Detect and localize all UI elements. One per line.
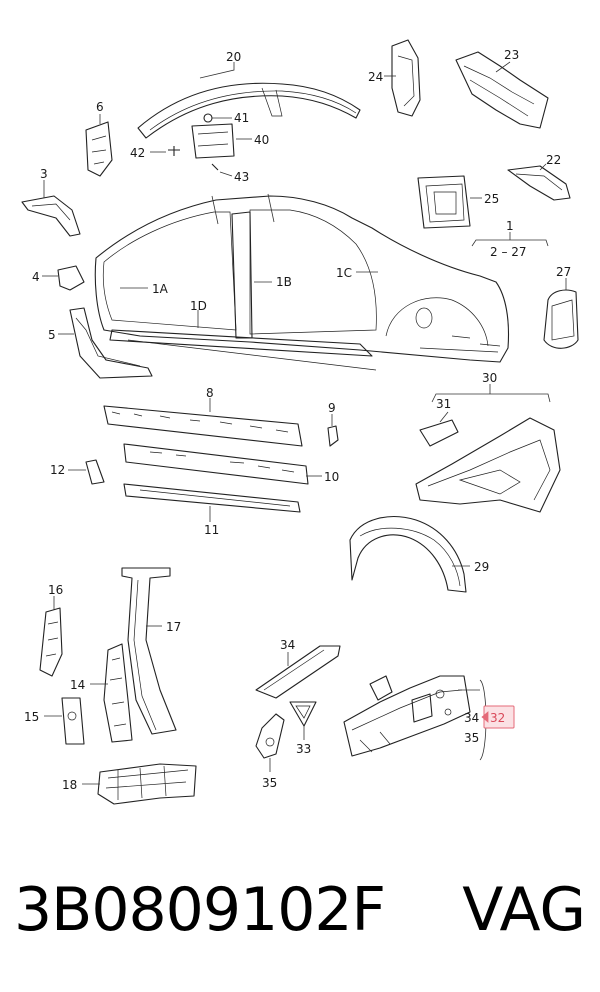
label-34-group: 34 <box>464 711 479 725</box>
label-12: 12 <box>50 463 65 477</box>
label-17: 17 <box>166 620 181 634</box>
label-31: 31 <box>436 397 451 411</box>
label-24: 24 <box>368 70 383 84</box>
label-4: 4 <box>32 270 40 284</box>
label-25: 25 <box>484 192 499 206</box>
part-31 <box>419 411 459 447</box>
part-5 <box>58 307 153 379</box>
label-1D: 1D <box>190 299 207 313</box>
label-34-top: 34 <box>280 638 295 652</box>
part-6 <box>85 114 113 177</box>
label-8: 8 <box>206 386 214 400</box>
label-22: 22 <box>546 153 561 167</box>
part-10 <box>123 443 322 485</box>
highlighted-part-32[interactable]: 32 <box>481 705 515 729</box>
label-1A: 1A <box>152 282 169 296</box>
part-25 <box>417 175 482 229</box>
part-27 <box>543 278 579 349</box>
part-30-wheelhouse-assembly <box>415 384 561 513</box>
label-40: 40 <box>254 133 269 147</box>
part-4 <box>42 265 85 291</box>
parts-exploded-diagram: 20 24 23 6 41 40 42 43 22 3 25 1 2 – 27 … <box>21 39 579 805</box>
part-number-text: 3B0809102F <box>14 875 386 945</box>
label-41: 41 <box>234 111 249 125</box>
part-34-upper <box>255 645 341 699</box>
part-23 <box>455 51 549 129</box>
part-15 <box>44 697 85 745</box>
callout-labels: 20 24 23 6 41 40 42 43 22 3 25 1 2 – 27 … <box>24 48 571 792</box>
label-35-group: 35 <box>464 731 479 745</box>
label-23: 23 <box>504 48 519 62</box>
group-1-bracket <box>471 232 549 247</box>
label-20: 20 <box>226 50 241 64</box>
part-22 <box>507 163 571 201</box>
label-14: 14 <box>70 678 85 692</box>
part-11 <box>123 483 301 522</box>
label-6: 6 <box>96 100 104 114</box>
label-30: 30 <box>482 371 497 385</box>
label-15: 15 <box>24 710 39 724</box>
label-1: 1 <box>506 219 514 233</box>
label-27: 27 <box>556 265 571 279</box>
part-33 <box>289 701 317 740</box>
part-16 <box>39 596 63 677</box>
label-32: 32 <box>490 711 505 725</box>
part-8-sill-reinforcement <box>103 398 303 447</box>
part-29-wheel-arch <box>349 516 470 593</box>
label-43: 43 <box>234 170 249 184</box>
label-11: 11 <box>204 523 219 537</box>
part-18-sill-section <box>82 763 197 805</box>
label-35: 35 <box>262 776 277 790</box>
brand-text: VAG <box>462 875 586 945</box>
part-3 <box>21 180 81 237</box>
part-12 <box>68 459 105 485</box>
label-5: 5 <box>48 328 56 342</box>
label-42: 42 <box>130 146 145 160</box>
label-2-27: 2 – 27 <box>490 245 527 259</box>
label-1B: 1B <box>276 275 292 289</box>
part-20-roof-rail <box>137 62 361 139</box>
part-14 <box>90 643 133 743</box>
part-9 <box>327 414 339 447</box>
label-33: 33 <box>296 742 311 756</box>
label-29: 29 <box>474 560 489 574</box>
part-17-b-pillar <box>121 567 177 735</box>
label-1C: 1C <box>336 266 352 280</box>
label-9: 9 <box>328 401 336 415</box>
label-10: 10 <box>324 470 339 484</box>
part-24 <box>384 39 421 117</box>
label-16: 16 <box>48 583 63 597</box>
part-35-bracket <box>255 713 285 772</box>
label-3: 3 <box>40 167 48 181</box>
parts-40-43-brackets <box>150 113 252 177</box>
label-18: 18 <box>62 778 77 792</box>
part-1-body-side-panel <box>94 193 509 371</box>
